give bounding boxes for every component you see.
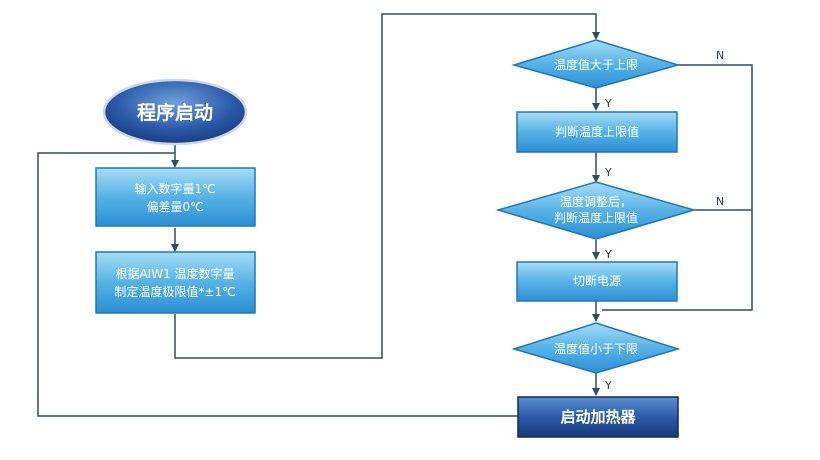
- cond-lower-node: 温度值小于下限: [511, 322, 681, 374]
- branch-label-y: Y: [604, 379, 612, 392]
- start-label: 程序启动: [137, 101, 213, 124]
- heater-node: 启动加热器: [517, 396, 679, 438]
- heater-label: 启动加热器: [560, 408, 636, 426]
- input-line2-label: 偏差量0℃: [146, 199, 203, 214]
- cond-upper-node: 温度值大于上限: [511, 39, 681, 89]
- limit-line1-label: 根据AIW1 温度数字量: [115, 266, 234, 281]
- branch-label-n: N: [716, 49, 724, 62]
- limit-line2-label: 制定温度极限值*±1℃: [114, 284, 235, 299]
- branch-label-n: N: [716, 195, 724, 208]
- connector-limit-to-upper: [174, 13, 600, 359]
- input-node: 输入数字量1℃ 偏差量0℃: [95, 167, 256, 227]
- connector-heater-loop: [37, 152, 518, 417]
- adjust-node: 温度调整后， 判断温度上限值: [495, 181, 697, 240]
- judge-upper-label: 判断温度上限值: [555, 124, 639, 139]
- cut-power-label: 切断电源: [573, 273, 621, 288]
- adjust-line2-label: 判断温度上限值: [554, 210, 638, 225]
- branch-label-y: Y: [604, 97, 612, 110]
- adjust-line1-label: 温度调整后，: [560, 194, 632, 209]
- cut-power-node: 切断电源: [516, 261, 678, 302]
- cond-lower-label: 温度值小于下限: [554, 341, 638, 356]
- cond-upper-label: 温度值大于上限: [554, 57, 638, 72]
- limit-node: 根据AIW1 温度数字量 制定温度极限值*±1℃: [95, 251, 256, 314]
- branch-label-y: Y: [604, 248, 612, 261]
- branch-label-y: Y: [604, 166, 612, 179]
- start-node: 程序启动: [102, 78, 248, 146]
- input-line1-label: 输入数字量1℃: [134, 181, 215, 196]
- judge-upper-node: 判断温度上限值: [516, 111, 678, 153]
- connector-upper-no: [602, 64, 753, 311]
